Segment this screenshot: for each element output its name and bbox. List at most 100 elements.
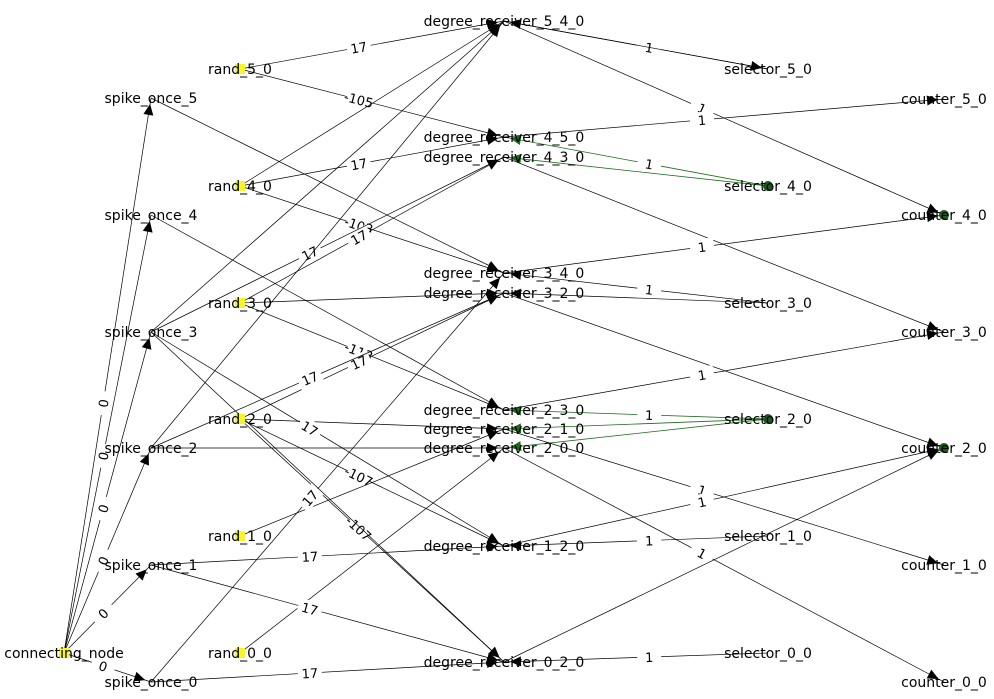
edge-weight-label: 1 [697,368,708,384]
edge-weight-label: 1 [645,534,654,549]
weight-label-bg [345,153,373,175]
edge-connecting_node-to-spike_once_0: 0 [63,652,152,683]
arrowhead [143,103,154,116]
arrowhead [486,541,499,552]
arrowhead [133,671,146,682]
node-label: connecting_node [4,646,123,662]
edge-weight-label: 17 [299,601,319,620]
node-rand_5_0: rand_5_0 [208,62,272,78]
node-label: degree_receiver_2_3_0 [424,403,585,419]
edge-selector_2_0-to-degree_receiver_2_1_0 [503,418,769,434]
node-counter_4_0: counter_4_0 [901,208,987,224]
node-label: counter_3_0 [901,325,987,341]
node-counter_0_0: counter_0_0 [901,675,987,691]
edge-weight-label: 0 [96,503,113,515]
node-label: degree_receiver_2_0_0 [424,441,585,457]
node-marker-dot [763,414,773,424]
arrowhead [509,405,522,416]
node-spike_once_0: spike_once_0 [105,675,198,691]
node-counter_5_0: counter_5_0 [901,92,987,108]
node-label: selector_4_0 [724,179,812,195]
node-marker-square [235,648,245,658]
edge-spike_once_0-to-degree_receiver_0_2_0: 17 [150,657,505,683]
node-selector_5_0: selector_5_0 [724,62,812,78]
node-label: counter_1_0 [901,558,987,574]
weight-label-bg [91,546,116,575]
weight-label-bg [89,599,118,628]
weight-label-bg [344,349,374,375]
node-label: selector_2_0 [724,412,812,428]
node-counter_1_0: counter_1_0 [901,558,987,574]
edges-layer: 00000017-10517-10317-11317-107-107171717… [63,19,945,683]
node-label: degree_receiver_1_2_0 [424,539,585,555]
edge-weight-label: 17 [298,419,320,440]
node-degree_receiver_3_2_0: degree_receiver_3_2_0 [424,286,585,302]
edge-weight-label: 1 [645,409,654,424]
node-degree_receiver_4_5_0: degree_receiver_4_5_0 [424,130,585,146]
edge-selector_2_0-to-degree_receiver_2_0_0 [503,418,769,452]
edge-spike_once_3-to-degree_receiver_1_2_0: 17 [150,331,505,547]
arrowhead [486,532,499,543]
arrowhead [487,451,500,463]
arrowhead [509,441,522,452]
arrowhead [142,220,153,233]
weight-label-bg [688,491,716,513]
edge-spike_once_3-to-degree_receiver_0_2_0 [150,331,505,663]
node-degree_receiver_4_3_0: degree_receiver_4_3_0 [424,150,585,166]
edge-weight-label: -107 [342,514,374,545]
edge-weight-label: 17 [301,550,318,566]
node-marker-square [235,64,245,74]
arrowhead [926,330,939,340]
edge-selector_1_0-to-degree_receiver_1_2_0: 1 [503,532,769,551]
node-label: rand_1_0 [208,529,272,545]
edge-rand_2_0-to-degree_receiver_3_2_0: 17 [239,292,505,420]
weight-label-bg [344,463,374,489]
arrowhead [926,212,939,223]
edge-spike_once_2-to-degree_receiver_3_2_0: 17 [150,292,505,449]
weight-label-bg [93,390,113,417]
edge-weight-label: 0 [97,398,113,409]
node-label: selector_1_0 [724,529,812,545]
edge-rand_1_0-to-degree_receiver_2_1_0 [239,428,505,537]
arrowhead [141,337,152,350]
arrowhead [509,288,522,299]
node-label: degree_receiver_5_4_0 [424,14,585,30]
arrowhead [135,569,147,581]
weight-label-bg [689,237,715,257]
node-degree_receiver_5_4_0: degree_receiver_5_4_0 [424,14,585,30]
arrowhead [926,669,939,680]
node-label: counter_0_0 [901,675,987,691]
edge-weight-label: 17 [301,667,318,683]
arrowhead [509,153,522,164]
edge-weight-label: 1 [645,651,654,666]
edge-rand_0_0-to-degree_receiver_2_0_0 [239,447,505,654]
node-label: counter_2_0 [901,441,987,457]
edge-selector_0_0-to-degree_receiver_0_2_0: 1 [503,648,769,667]
weight-label-bg [345,37,373,58]
edge-spike_once_4-to-degree_receiver_2_3_0 [150,214,505,411]
node-marker-square [235,298,245,308]
node-counter_3_0: counter_3_0 [901,325,987,341]
weight-label-bg [296,597,324,620]
node-degree_receiver_2_0_0: degree_receiver_2_0_0 [424,441,585,457]
edge-selector_3_0-to-degree_receiver_3_4_0: 1 [503,269,769,304]
node-marker-square [59,648,69,658]
edge-weight-label: 1 [643,157,654,173]
node-label: rand_2_0 [208,412,272,428]
edge-weight-label: 17 [350,157,369,175]
edge-rand_4_0-to-degree_receiver_4_5_0: 17 [239,135,505,187]
edge-weight-label: 1 [644,283,654,299]
node-degree_receiver_2_3_0: degree_receiver_2_3_0 [424,403,585,419]
edge-connecting_node-to-spike_once_5: 0 [63,97,154,654]
weight-label-bg [344,224,374,251]
weight-label-bg [297,547,323,566]
edge-selector_4_0-to-degree_receiver_4_5_0: 1 [503,135,769,187]
node-label: degree_receiver_3_2_0 [424,286,585,302]
node-marker-square [235,531,245,541]
arrowhead [486,295,499,305]
edge-weight-label: -105 [342,90,374,112]
edge-degree_receiver_3_4_0-to-counter_4_0: 1 [503,212,945,274]
arrowhead [926,555,939,565]
edge-weight-label: -107 [342,464,375,490]
